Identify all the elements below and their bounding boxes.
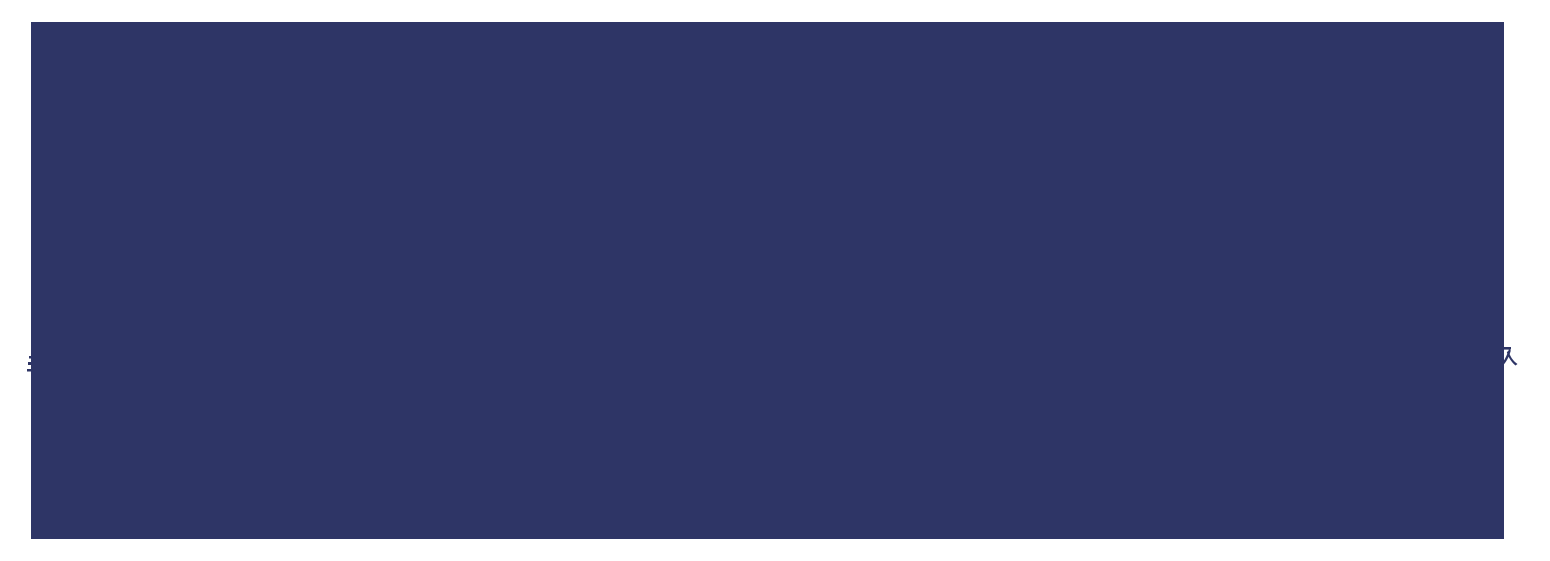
partial-character-dui (1494, 343, 1520, 369)
dui-right-half-glyph (1500, 347, 1518, 366)
stroke-tips-glyph (27, 356, 32, 372)
page-overlay (31, 22, 1504, 539)
partial-character-left (26, 354, 34, 374)
